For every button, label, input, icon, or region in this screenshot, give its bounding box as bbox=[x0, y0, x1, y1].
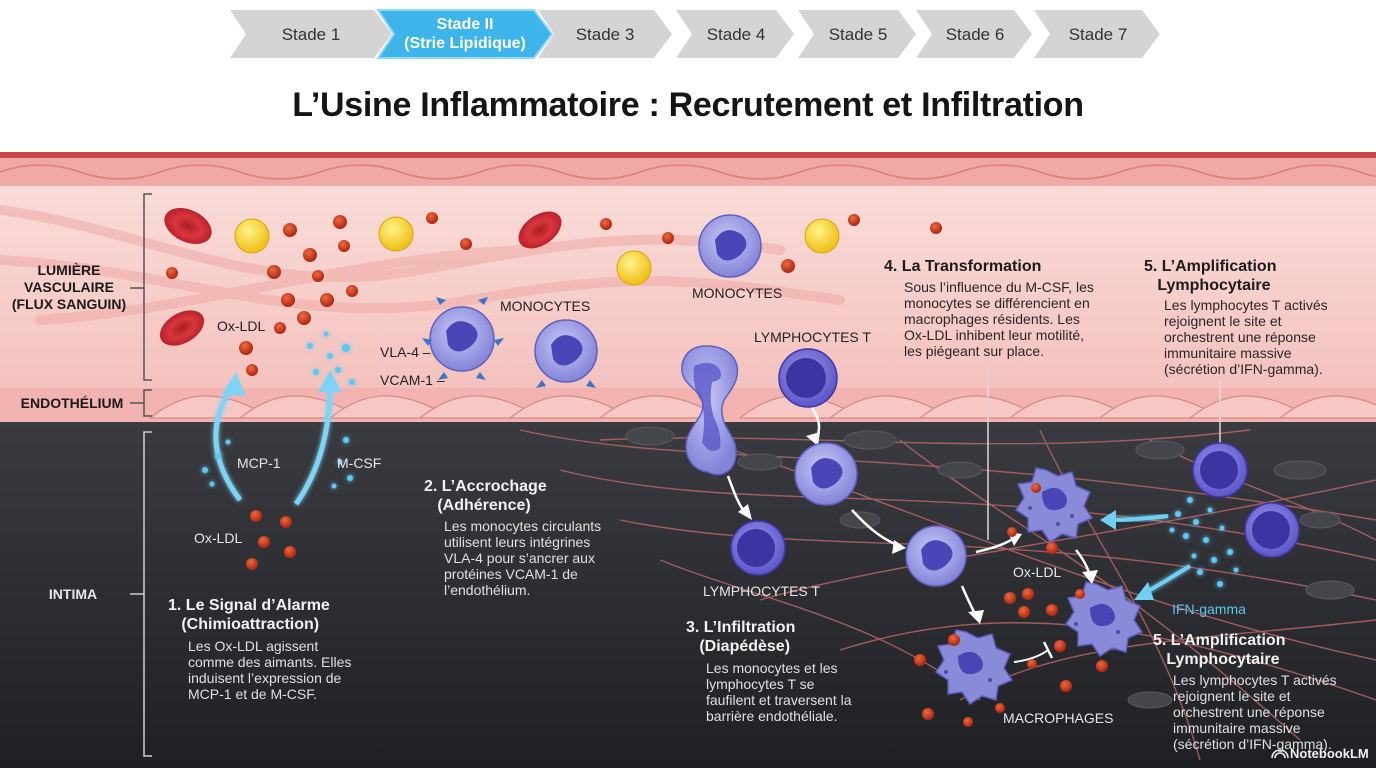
endothelium-layer bbox=[0, 388, 1376, 422]
lymphocyte-lumen bbox=[778, 348, 838, 408]
chemokine-dots-intima bbox=[202, 437, 353, 489]
ox-ldl-particles-lumen bbox=[166, 212, 942, 376]
ox-ldl-particles-macrophages bbox=[914, 483, 1108, 727]
zone-intima-label: INTIMA bbox=[48, 586, 98, 602]
vla4-label: VLA-4 – bbox=[380, 344, 431, 360]
inhibition-line bbox=[1013, 649, 1049, 663]
stage-1-label[interactable]: Stade 1 bbox=[281, 24, 341, 44]
stage-5-chevron[interactable] bbox=[798, 10, 916, 58]
diapedesis-monocyte bbox=[681, 345, 739, 476]
mcsf-arrow bbox=[293, 383, 333, 506]
monocyte-differentiating bbox=[905, 525, 967, 587]
ifn-arrow-top bbox=[1111, 514, 1169, 522]
ifn-arrowhead-top bbox=[1100, 510, 1116, 530]
step5a-title: 5. L’Amplification Lymphocytaire bbox=[1144, 258, 1277, 294]
stage-1-chevron[interactable] bbox=[230, 10, 392, 58]
ox-ldl-label-intima: Ox-LDL bbox=[194, 530, 243, 546]
lymphocyte-activated-bottom bbox=[1244, 502, 1300, 558]
step4-title: 4. La Transformation bbox=[884, 258, 1042, 275]
stage-7-chevron[interactable] bbox=[1034, 10, 1160, 58]
brand-label: NotebookLM bbox=[1290, 746, 1369, 761]
step5a-body: Les lymphocytes T activés rejoignent le … bbox=[1164, 297, 1328, 377]
stage-5-label[interactable]: Stade 5 bbox=[828, 24, 888, 44]
ifn-gamma-label: IFN-gamma bbox=[1172, 601, 1246, 617]
chemokine-dots-lumen bbox=[307, 331, 355, 385]
lymphocyte-intima bbox=[730, 520, 786, 576]
step1-body: Les Ox-LDL agissent comme des aimants. E… bbox=[188, 638, 352, 702]
mcp1-arrow bbox=[213, 382, 243, 502]
lymphocytes-t-label-lumen: LYMPHOCYTES T bbox=[754, 329, 871, 345]
red-blood-cells bbox=[159, 208, 562, 346]
intima-bracket bbox=[130, 431, 152, 757]
stage-progress-bar bbox=[230, 9, 1160, 59]
inhibition-bar bbox=[1042, 641, 1054, 659]
step2-body: Les monocytes circulants utilisent leurs… bbox=[444, 518, 602, 598]
monocyte-intima bbox=[794, 442, 858, 506]
stage-6-label[interactable]: Stade 6 bbox=[945, 24, 1005, 44]
mcsf-label: M-CSF bbox=[337, 455, 382, 471]
macrophage-bottom-left bbox=[934, 629, 1014, 706]
monocyte-lumen bbox=[698, 214, 762, 278]
ox-ldl-label-macrophages: Ox-LDL bbox=[1013, 564, 1062, 580]
step3-body: Les monocytes et les lymphocytes T se fa… bbox=[706, 660, 852, 724]
macrophage-arrowhead bbox=[1082, 570, 1098, 584]
mcp1-arrowhead bbox=[222, 372, 246, 396]
vessel-wall bbox=[0, 152, 1376, 186]
intima-area bbox=[0, 422, 1376, 768]
zone-brackets bbox=[130, 193, 152, 417]
stage-4-chevron[interactable] bbox=[676, 10, 794, 58]
zone-endothelium-label: ENDOTHÉLIUM bbox=[20, 395, 124, 411]
ox-ldl-label-lumen: Ox-LDL bbox=[217, 318, 266, 334]
intima-arrowhead-1 bbox=[892, 540, 906, 554]
mcp1-label: MCP-1 bbox=[237, 455, 281, 471]
monocyte-with-vla4 bbox=[422, 297, 504, 380]
stage-4-label[interactable]: Stade 4 bbox=[706, 24, 766, 44]
step3-title: 3. L’Infiltration (Diapédèse) bbox=[686, 619, 796, 655]
macrophage-bottom-right bbox=[1064, 581, 1144, 658]
monocytes-label-1: MONOCYTES bbox=[500, 298, 591, 314]
smooth-muscle-cells bbox=[625, 426, 1355, 709]
ifn-gamma-dots bbox=[1169, 497, 1239, 587]
lymphocyte-activated-top bbox=[1192, 442, 1248, 498]
monocytes-label-2: MONOCYTES bbox=[692, 285, 783, 301]
step1-title: 1. Le Signal d’Alarme (Chimioattraction) bbox=[168, 597, 330, 633]
step5b-title: 5. L’Amplification Lymphocytaire bbox=[1153, 632, 1286, 668]
ox-ldl-particles-intima bbox=[246, 510, 296, 570]
lymphocyte-entry-arrowhead bbox=[806, 432, 820, 446]
macrophages-label: MACROPHAGES bbox=[1003, 710, 1114, 726]
zone-lumen-label: LUMIÈRE VASCULAIRE (FLUX SANGUIN) bbox=[11, 262, 127, 312]
stage-6-chevron[interactable] bbox=[916, 10, 1032, 58]
diapedesis-arrowhead-down bbox=[738, 504, 752, 520]
notebooklm-logo-icon bbox=[1271, 749, 1289, 759]
lymphocytes-t-label-intima: LYMPHOCYTES T bbox=[703, 583, 820, 599]
step4-body: Sous l’influence du M-CSF, les monocytes… bbox=[904, 279, 1094, 359]
hdl-particles bbox=[234, 216, 840, 286]
ifn-arrowhead-bottom bbox=[1134, 582, 1154, 600]
stage-7-label[interactable]: Stade 7 bbox=[1068, 24, 1128, 44]
vcam1-label: VCAM-1 – bbox=[380, 372, 445, 388]
step2-title: 2. L’Accrochage (Adhérence) bbox=[424, 478, 547, 514]
mcsf-arrowhead bbox=[318, 370, 342, 392]
transform-arrowhead-down bbox=[968, 610, 984, 624]
step5b-body: Les lymphocytes T activés rejoignent le … bbox=[1173, 672, 1337, 752]
monocyte-attached bbox=[534, 319, 598, 388]
stage-2-chevron[interactable] bbox=[376, 9, 554, 59]
stage-2-label[interactable]: Stade II (Strie Lipidique) bbox=[404, 16, 526, 52]
stage-3-chevron[interactable] bbox=[538, 10, 672, 58]
page-title: L’Usine Inflammatoire : Recrutement et I… bbox=[292, 86, 1084, 124]
stage-3-label[interactable]: Stade 3 bbox=[575, 24, 635, 44]
